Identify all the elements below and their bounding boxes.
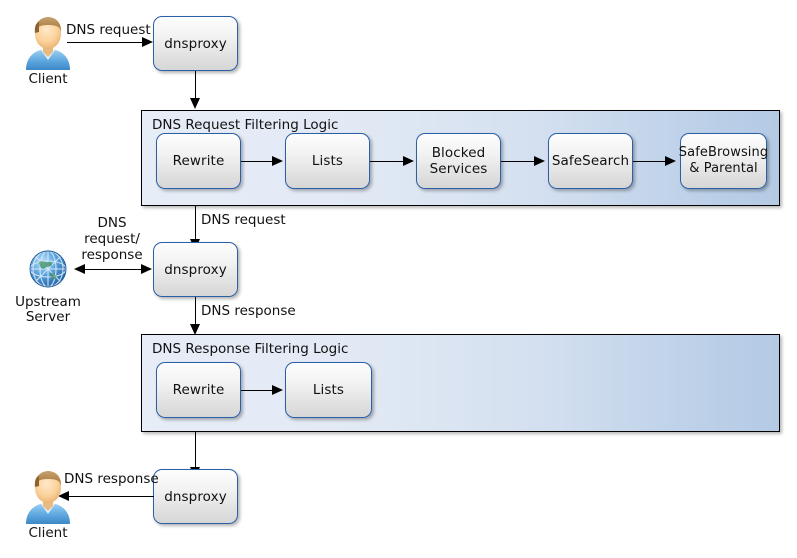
request-stage-blocked-services[interactable]: Blocked Services <box>416 133 501 189</box>
globe-icon <box>24 245 72 293</box>
response-stage-rewrite-label: Rewrite <box>172 382 225 398</box>
edge-upstream-exchange-arrowhead-left <box>74 263 85 274</box>
client-top-caption: Client <box>28 71 68 87</box>
edge-upstream-exchange-label-line3: response <box>81 247 143 263</box>
request-stage-safebrowsing-parental-label-line1: SafeBrowsing <box>678 145 769 160</box>
edge-proxy-to-client-label: DNS response <box>64 471 159 487</box>
edge-proxy-to-response-logic-label: DNS response <box>201 303 296 319</box>
edge-upstream-exchange-line <box>85 269 148 270</box>
edge-upstream-exchange-label-line1: DNS <box>97 215 127 231</box>
edge-client-to-proxy-arrowhead <box>142 36 153 47</box>
request-edge-safesearch-safebrowsing-arrowhead <box>665 155 676 166</box>
response-stage-lists-label: Lists <box>312 382 345 398</box>
edge-response-logic-to-proxy-line <box>195 432 196 468</box>
request-edge-lists-blocked-line <box>370 161 404 162</box>
dnsproxy-top-node[interactable]: dnsproxy <box>153 16 238 71</box>
request-edge-rewrite-lists-arrowhead <box>272 155 283 166</box>
request-edge-lists-blocked-arrowhead <box>403 155 414 166</box>
dns-response-filtering-container: DNS Response Filtering Logic <box>141 334 780 432</box>
request-stage-blocked-services-label-line1: Blocked <box>431 145 486 161</box>
request-edge-blocked-safesearch-line <box>501 161 535 162</box>
request-edge-safesearch-safebrowsing-line <box>633 161 666 162</box>
request-stage-rewrite[interactable]: Rewrite <box>156 133 241 189</box>
edge-upstream-exchange-arrowhead-right <box>141 263 152 274</box>
edge-proxy-to-client-arrowhead <box>58 490 69 501</box>
dnsproxy-top-label: dnsproxy <box>164 35 227 52</box>
response-stage-lists[interactable]: Lists <box>285 362 372 418</box>
edge-proxy-to-response-logic-arrowhead <box>189 324 200 335</box>
edge-proxy-to-response-logic-line <box>195 297 196 325</box>
person-icon <box>22 14 74 70</box>
dnsproxy-middle-label: dnsproxy <box>164 261 227 278</box>
request-edge-blocked-safesearch-arrowhead <box>534 155 545 166</box>
request-stage-lists-label: Lists <box>311 153 344 169</box>
edge-proxy-to-request-logic-arrowhead <box>189 98 200 109</box>
request-stage-blocked-services-label-line2: Services <box>429 161 488 177</box>
response-edge-rewrite-lists-arrowhead <box>272 384 283 395</box>
edge-client-to-proxy-line <box>67 42 144 43</box>
person-icon <box>22 468 74 524</box>
dnsproxy-middle-node[interactable]: dnsproxy <box>153 242 238 297</box>
request-stage-safesearch[interactable]: SafeSearch <box>548 133 633 189</box>
edge-proxy-to-client-line <box>68 496 154 497</box>
request-stage-lists[interactable]: Lists <box>285 133 370 189</box>
client-bottom-caption: Client <box>28 525 68 541</box>
edge-request-logic-to-proxy-line <box>195 206 196 240</box>
dnsproxy-bottom-label: dnsproxy <box>164 488 227 505</box>
response-stage-rewrite[interactable]: Rewrite <box>156 362 241 418</box>
edge-upstream-exchange-label-line2: request/ <box>84 231 140 247</box>
request-edge-rewrite-lists-line <box>241 161 274 162</box>
request-stage-safebrowsing-parental[interactable]: SafeBrowsing & Parental <box>678 133 769 189</box>
request-stage-safebrowsing-parental-label-line2: & Parental <box>689 161 758 176</box>
dns-request-filtering-container: DNS Request Filtering Logic <box>141 110 780 206</box>
response-edge-rewrite-lists-line <box>241 390 274 391</box>
request-stage-rewrite-label: Rewrite <box>172 153 225 169</box>
dns-request-filtering-title: DNS Request Filtering Logic <box>152 117 339 133</box>
dnsproxy-bottom-node[interactable]: dnsproxy <box>153 469 238 524</box>
edge-request-logic-to-proxy-label: DNS request <box>201 212 286 228</box>
upstream-caption-line1: Upstream <box>15 294 81 310</box>
edge-client-to-proxy-label: DNS request <box>66 22 151 38</box>
upstream-caption-line2: Server <box>25 309 71 325</box>
request-stage-safesearch-label: SafeSearch <box>551 153 630 169</box>
dns-response-filtering-title: DNS Response Filtering Logic <box>152 341 349 357</box>
edge-proxy-to-request-logic-line <box>195 71 196 99</box>
